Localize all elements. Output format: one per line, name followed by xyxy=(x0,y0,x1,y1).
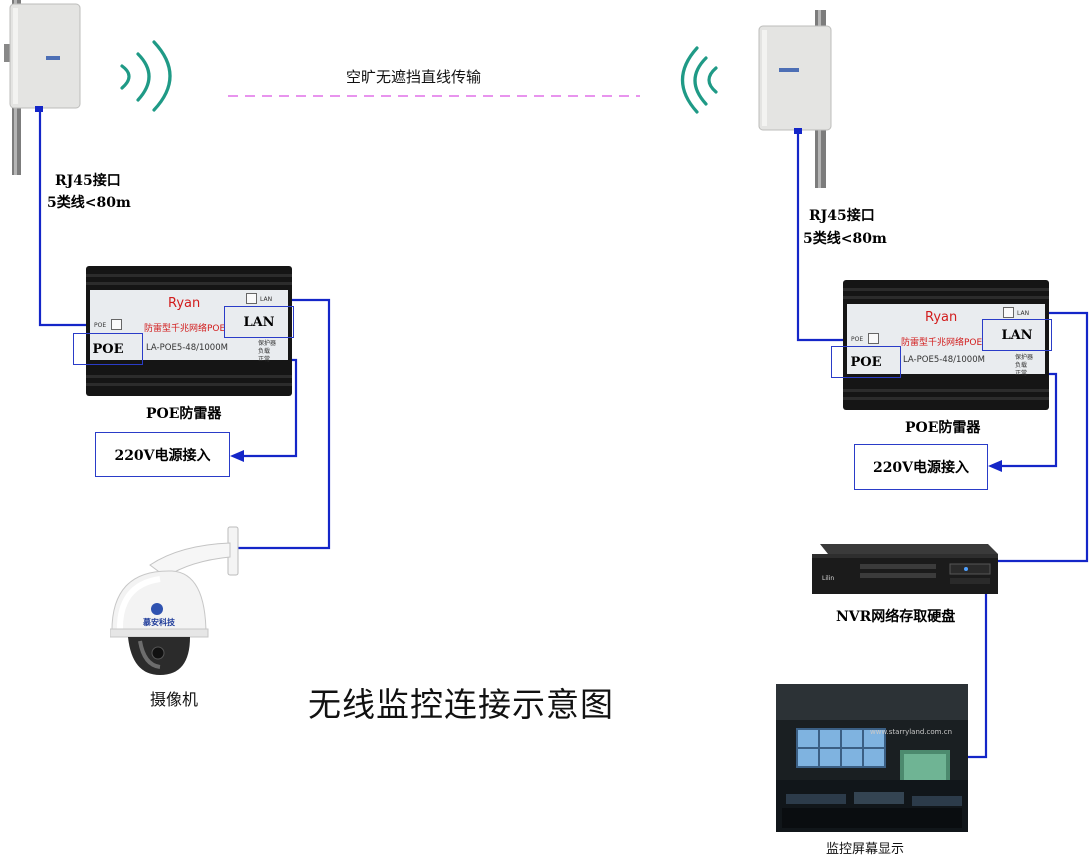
indicator-label: 正常 xyxy=(258,356,271,363)
monitor-caption: 监控屏幕显示 xyxy=(826,842,905,857)
cable-antenna-to-poe-right xyxy=(796,125,850,342)
cable-lan-to-camera xyxy=(238,298,331,550)
device-product-name: 防雷型千兆网络POE xyxy=(901,338,983,348)
poe-tag: POE xyxy=(73,333,143,365)
poe-port xyxy=(868,333,879,344)
power-input-label: 220V电源接入 xyxy=(854,444,988,490)
poe-injector-icon: Ryan 防雷型千兆网络POE LA-POE5-48/1000M POE LAN… xyxy=(843,280,1049,410)
port-lan-label: LAN xyxy=(1017,310,1030,317)
wifi-wave-icon xyxy=(120,40,172,112)
port-poe-label: POE xyxy=(94,322,107,329)
device-product-name: 防雷型千兆网络POE xyxy=(144,324,226,334)
indicator-label: 保护器 xyxy=(258,340,277,347)
antenna-icon xyxy=(755,10,845,190)
arrow-icon xyxy=(988,460,1002,472)
cable-label-rj45: RJ45接口 xyxy=(55,173,121,189)
wifi-wave-icon xyxy=(681,46,718,114)
ptz-camera-icon xyxy=(109,525,245,685)
device-brand: Ryan xyxy=(925,310,958,325)
arrow-icon xyxy=(230,450,244,462)
nvr-brand: Lilin xyxy=(822,575,835,582)
cable-label-rj45: RJ45接口 xyxy=(809,208,875,224)
camera-caption: 摄像机 xyxy=(150,690,199,709)
poe-tag: POE xyxy=(831,346,901,378)
port-lan-label: LAN xyxy=(260,296,273,303)
indicator-label: 正常 xyxy=(1015,370,1028,377)
lan-port xyxy=(246,293,257,304)
device-model: LA-POE5-48/1000M xyxy=(903,355,985,365)
power-input-label: 220V电源接入 xyxy=(95,432,230,477)
lan-tag: LAN xyxy=(224,306,294,338)
device-brand: Ryan xyxy=(168,296,201,311)
nvr-caption: NVR网络存取硬盘 xyxy=(836,609,956,625)
lan-tag: LAN xyxy=(982,319,1052,351)
port-poe-label: POE xyxy=(851,336,864,343)
diagram-title: 无线监控连接示意图 xyxy=(308,685,614,724)
wireless-link-caption: 空旷无遮挡直线传输 xyxy=(346,68,482,86)
cable-power-right xyxy=(998,372,1058,468)
poe-injector-icon: Ryan 防雷型千兆网络POE LA-POE5-48/1000M POE LAN… xyxy=(86,266,292,396)
nvr-icon xyxy=(810,540,1000,600)
camera-logo-text: 慕安科技 xyxy=(143,618,175,627)
antenna-icon xyxy=(0,0,90,175)
cable-lan-to-nvr xyxy=(998,311,1089,563)
poe-port xyxy=(111,319,122,330)
cable-label-length: 5类线<80m xyxy=(47,195,131,211)
indicator-label: 负载 xyxy=(258,348,271,355)
monitor-watermark: www.starryland.com.cn xyxy=(870,728,953,736)
indicator-label: 保护器 xyxy=(1015,354,1034,361)
lan-port xyxy=(1003,307,1014,318)
device-model: LA-POE5-48/1000M xyxy=(146,343,228,353)
poe-device-caption: POE防雷器 xyxy=(905,420,981,436)
cable-label-length: 5类线<80m xyxy=(803,231,887,247)
control-room-icon xyxy=(776,684,968,832)
cable-antenna-to-poe-left xyxy=(38,110,92,327)
poe-device-caption: POE防雷器 xyxy=(146,406,222,422)
indicator-label: 负载 xyxy=(1015,362,1028,369)
